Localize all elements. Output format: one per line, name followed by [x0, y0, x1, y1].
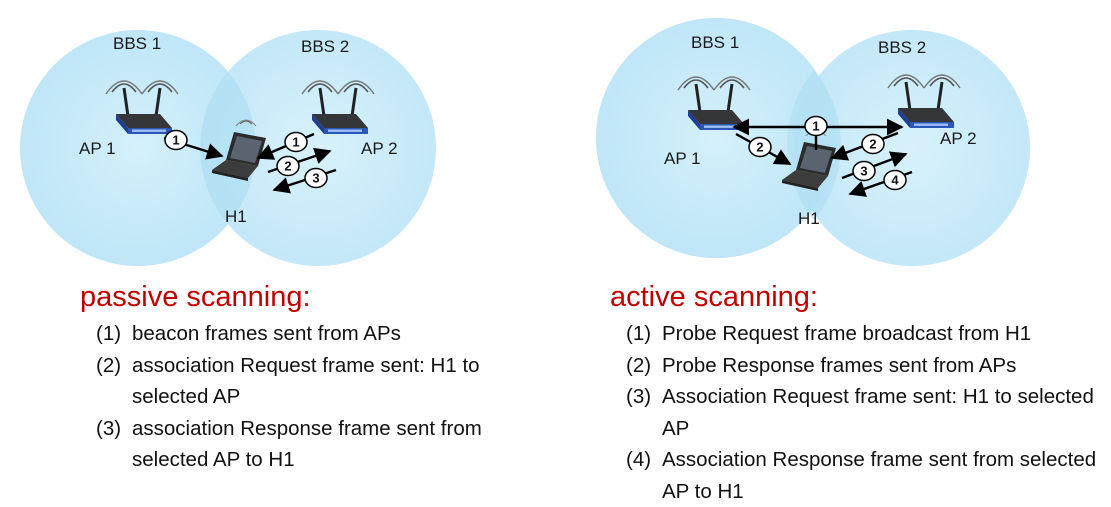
step-badge: 1	[804, 115, 828, 137]
step-text: Association Request frame sent: H1 to se…	[662, 385, 1094, 440]
bss1-label: BBS 1	[113, 34, 161, 53]
bss2-label: BBS 2	[878, 38, 926, 57]
bss1-label: BBS 1	[691, 33, 739, 52]
active-steps-list: (1) Probe Request frame broadcast from H…	[626, 318, 1098, 507]
bss1-coverage	[596, 18, 836, 258]
svg-text:1: 1	[292, 135, 299, 150]
list-item: (2) association Request frame sent: H1 t…	[96, 350, 516, 413]
passive-scanning-title: passive scanning:	[80, 281, 311, 313]
step-badge: 3	[852, 160, 876, 182]
list-item: (1) beacon frames sent from APs	[96, 318, 516, 350]
step-badge: 3	[304, 167, 328, 189]
active-diagram: BBS 1 BBS 2 AP 1 AP 2 H1 1 2 2 3	[596, 18, 1030, 266]
step-badge: 2	[276, 155, 300, 177]
step-number: (2)	[96, 353, 122, 377]
step-number: (3)	[626, 385, 652, 408]
bss1-coverage	[20, 30, 256, 266]
step-badge: 2	[748, 136, 772, 158]
step-text: Probe Response frames sent from APs	[662, 353, 1017, 377]
step-number: (1)	[626, 322, 652, 345]
step-number: (4)	[626, 448, 652, 471]
list-item: (2) Probe Response frames sent from APs	[626, 350, 1098, 382]
ap1-label: AP 1	[79, 139, 116, 158]
step-badge: 1	[164, 129, 188, 151]
svg-text:4: 4	[891, 173, 899, 188]
list-item: (3) Association Request frame sent: H1 t…	[626, 381, 1098, 444]
passive-diagram: BBS 1 BBS 2 AP 1 AP 2 H1 1 1 2 3	[20, 30, 436, 266]
svg-text:1: 1	[172, 133, 179, 148]
host-label: H1	[225, 207, 247, 226]
list-item: (1) Probe Request frame broadcast from H…	[626, 318, 1098, 350]
step-text: Association Response frame sent from sel…	[662, 448, 1097, 503]
list-item: (3) association Response frame sent from…	[96, 413, 516, 476]
ap2-label: AP 2	[361, 139, 398, 158]
active-scanning-title: active scanning:	[610, 281, 818, 313]
step-badge: 4	[883, 169, 907, 191]
step-badge: 2	[861, 133, 885, 155]
bss2-coverage	[794, 30, 1030, 266]
svg-text:1: 1	[812, 119, 819, 134]
step-text: association Request frame sent: H1 to se…	[132, 353, 480, 409]
step-text: beacon frames sent from APs	[132, 322, 401, 345]
svg-text:3: 3	[312, 171, 319, 186]
step-number: (3)	[96, 416, 122, 440]
svg-text:2: 2	[284, 159, 291, 174]
list-item: (4) Association Response frame sent from…	[626, 444, 1098, 507]
step-badge: 1	[284, 131, 308, 153]
host-label: H1	[798, 209, 820, 228]
passive-steps-list: (1) beacon frames sent from APs (2) asso…	[96, 318, 516, 476]
bss2-label: BBS 2	[301, 37, 349, 56]
step-number: (1)	[96, 322, 122, 345]
svg-text:2: 2	[756, 140, 763, 155]
svg-text:3: 3	[860, 164, 867, 179]
svg-text:2: 2	[869, 137, 876, 152]
step-text: association Response frame sent from sel…	[132, 416, 482, 472]
step-text: Probe Request frame broadcast from H1	[662, 322, 1032, 345]
step-number: (2)	[626, 353, 652, 377]
ap1-label: AP 1	[664, 149, 701, 168]
ap2-label: AP 2	[940, 129, 977, 148]
